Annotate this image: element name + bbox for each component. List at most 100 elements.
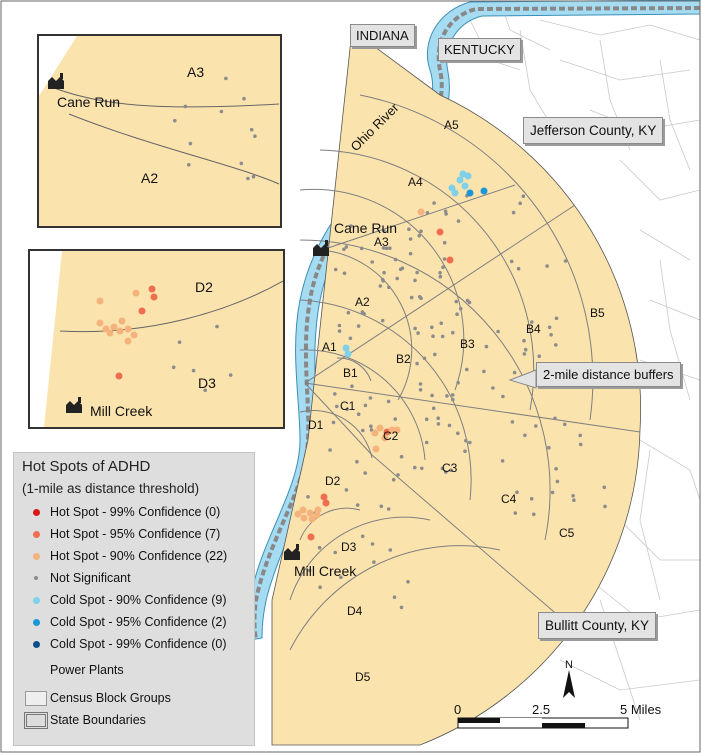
legend-item-cold-95: Cold Spot - 95% Confidence (2) — [22, 613, 226, 631]
not-significant-point — [418, 382, 423, 386]
not-significant-point — [333, 550, 338, 555]
not-significant-point — [360, 534, 365, 539]
zone-c5: C5 — [559, 526, 575, 540]
not-significant-point — [417, 234, 422, 238]
not-significant-point — [465, 298, 470, 303]
not-significant-point — [368, 396, 373, 400]
not-significant-point — [431, 406, 436, 411]
not-significant-point — [523, 347, 528, 352]
not-significant-point — [454, 299, 459, 304]
not-significant-point — [183, 104, 188, 109]
not-significant-point — [432, 201, 436, 205]
not-significant-point — [400, 266, 405, 271]
hot-spot-point — [106, 329, 114, 337]
not-significant-point — [386, 399, 391, 404]
not-significant-point — [515, 490, 519, 495]
legend-item-not-significant: Not Significant — [22, 569, 131, 587]
not-significant-point — [413, 465, 417, 470]
distance-buffer-rings — [289, 94, 594, 651]
not-significant-point — [578, 433, 582, 438]
not-significant-point — [455, 312, 459, 317]
zone-a5: A5 — [444, 118, 459, 132]
not-significant-point — [430, 325, 434, 330]
not-significant-point — [363, 471, 368, 475]
hot-spot-point — [96, 319, 104, 327]
not-significant-point — [399, 454, 404, 459]
zone-b3: B3 — [460, 337, 475, 351]
zone-a2: A2 — [355, 295, 370, 309]
legend-item-census-block-groups: Census Block Groups — [22, 689, 171, 707]
power-plant-icon — [66, 397, 82, 413]
not-significant-point — [380, 277, 385, 282]
north-arrow-icon — [563, 670, 575, 698]
zone-d2: D2 — [325, 474, 341, 488]
not-significant-point — [346, 310, 351, 315]
scale-tick-2-5: 2.5 — [532, 702, 551, 717]
not-significant-point — [522, 338, 526, 343]
not-significant-point — [424, 417, 429, 422]
not-significant-point — [399, 605, 404, 610]
kentucky-label: KENTUCKY — [438, 38, 521, 61]
not-significant-point — [379, 504, 384, 509]
legend-item-hot-95: Hot Spot - 95% Confidence (7) — [22, 525, 220, 543]
zone-c1: C1 — [340, 399, 356, 413]
hot-spot-99-dot-icon — [32, 508, 40, 516]
not-significant-point — [392, 595, 397, 599]
not-significant-point — [408, 251, 413, 256]
not-significant-point — [425, 211, 430, 215]
not-significant-point — [219, 109, 224, 114]
not-significant-point — [333, 392, 337, 396]
not-significant-point — [406, 580, 410, 584]
zone-d5: D5 — [355, 670, 371, 684]
not-significant-point — [251, 174, 256, 179]
not-significant-point — [439, 321, 444, 326]
not-significant-point — [416, 331, 420, 335]
legend-item-cold-90: Cold Spot - 90% Confidence (9) — [22, 591, 226, 609]
not-significant-point — [337, 323, 342, 328]
not-significant-point — [420, 466, 424, 471]
zone-b5: B5 — [590, 306, 605, 320]
not-significant-point — [395, 276, 400, 281]
not-significant-point — [317, 545, 322, 550]
not-significant-point — [442, 240, 447, 245]
not-significant-point — [415, 361, 419, 366]
not-significant-point — [482, 369, 486, 374]
not-significant-point — [356, 324, 361, 328]
not-significant-point — [393, 257, 398, 262]
not-significant-point — [465, 367, 469, 372]
not-significant-point — [529, 497, 534, 501]
power-plant-icon — [313, 240, 329, 256]
legend: Hot Spots of ADHD (1-mile as distance th… — [13, 452, 255, 746]
not-significant-point — [440, 466, 445, 471]
not-significant-point — [447, 423, 452, 428]
not-significant-point — [513, 511, 518, 515]
not-significant-point — [441, 265, 445, 270]
jefferson-county-label: Jefferson County, KY — [523, 117, 664, 144]
hot-spot-point — [124, 325, 132, 333]
zone-d4: D4 — [347, 604, 363, 618]
cold-spot-99-dot-icon — [32, 640, 40, 648]
not-significant-point — [512, 370, 517, 375]
not-significant-point — [388, 246, 392, 250]
not-significant-point — [509, 259, 514, 264]
not-significant-point — [443, 209, 448, 214]
hot-spot-point — [148, 285, 156, 293]
hot-spot-point — [118, 317, 126, 325]
not-significant-point — [415, 270, 419, 275]
zone-a3: A3 — [374, 235, 389, 249]
not-significant-point — [445, 394, 449, 398]
mill-creek-label: Mill Creek — [294, 563, 357, 579]
not-significant-point — [342, 247, 346, 252]
not-significant-point — [408, 237, 413, 241]
not-significant-point — [451, 397, 455, 402]
hot-spot-point — [150, 293, 158, 301]
inset-zone-d3: D3 — [198, 375, 216, 391]
not-significant-point — [550, 490, 555, 495]
hot-spot-point — [110, 323, 118, 331]
hot-spot-point — [124, 337, 132, 345]
cold-spot-95-dot-icon — [32, 618, 40, 626]
hot-spot-90-dot-icon — [32, 552, 40, 560]
not-significant-point — [393, 417, 398, 421]
